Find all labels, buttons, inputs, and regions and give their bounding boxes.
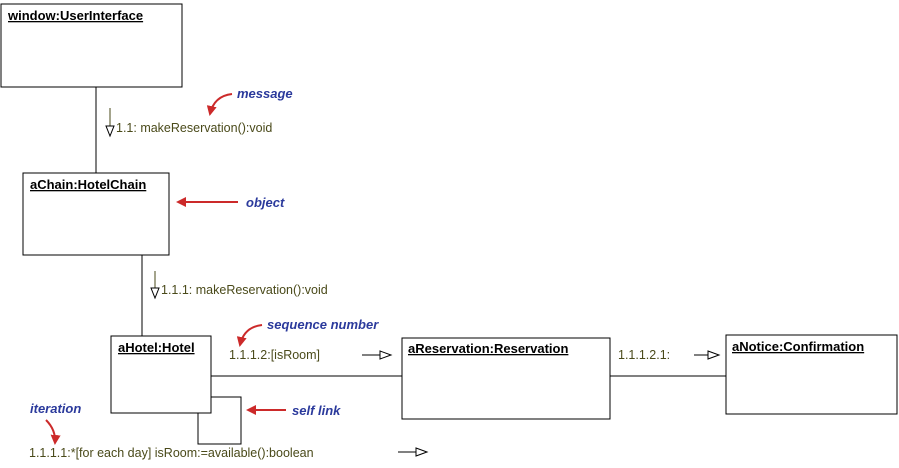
object-hotel[interactable]: aHotel:Hotel: [110, 335, 212, 414]
message-arrow-2: [150, 271, 160, 300]
object-reservation[interactable]: aReservation:Reservation: [401, 337, 611, 420]
message-label-3: 1.1.1.2:[isRoom]: [229, 348, 320, 362]
object-window-user-interface[interactable]: window:UserInterface: [0, 3, 183, 88]
message-label-2: 1.1.1: makeReservation():void: [161, 283, 328, 297]
message-arrow-5: [398, 447, 429, 457]
message-label-5: 1.1.1.1:*[for each day] isRoom:=availabl…: [29, 446, 314, 460]
annotation-object: object: [246, 195, 285, 210]
object-window-label: window:UserInterface: [7, 8, 143, 23]
object-hotel-chain[interactable]: aChain:HotelChain: [22, 172, 170, 256]
annotation-sequence-number: sequence number: [267, 317, 379, 332]
annotation-message: message: [237, 86, 293, 101]
object-reservation-label: aReservation:Reservation: [408, 341, 568, 356]
annotation-self-link: self link: [292, 403, 341, 418]
message-label-4: 1.1.1.2.1:: [618, 348, 670, 362]
message-arrow-3: [362, 350, 393, 360]
annotation-iteration: iteration: [30, 401, 81, 416]
annotation-message-arrow: [206, 93, 233, 116]
object-chain-label: aChain:HotelChain: [30, 177, 146, 192]
annotation-iteration-arrow: [45, 419, 61, 445]
message-arrow-1: [105, 108, 115, 138]
object-hotel-label: aHotel:Hotel: [118, 340, 195, 355]
annotation-sequence-arrow: [236, 324, 263, 347]
object-notice-label: aNotice:Confirmation: [732, 339, 864, 354]
self-link: [197, 396, 242, 445]
object-confirmation[interactable]: aNotice:Confirmation: [725, 334, 898, 415]
message-arrow-4: [694, 350, 721, 360]
message-label-1: 1.1: makeReservation():void: [116, 121, 272, 135]
